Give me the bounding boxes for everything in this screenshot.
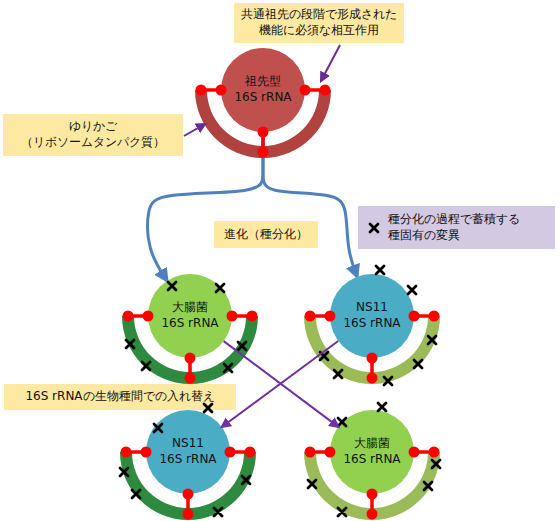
molecule-name: 16S rRNA	[343, 452, 400, 468]
molecule-name: 16S rRNA	[343, 316, 400, 332]
mutation-mark	[242, 476, 250, 484]
rrna-circle-shape	[146, 410, 230, 494]
interaction-dot	[216, 85, 227, 96]
mutation-mark	[414, 360, 422, 368]
species-name: NS11	[172, 436, 204, 452]
interaction-dot	[320, 85, 331, 96]
rrna-circle: 大腸菌16S rRNA	[148, 274, 232, 358]
rrna-circle: NS1116S rRNA	[330, 274, 414, 358]
mutation-mark	[432, 460, 440, 468]
interaction-dot	[367, 373, 378, 384]
rrna-circle-shape	[148, 274, 232, 358]
mutation-mark	[204, 404, 212, 412]
mutation-mark	[120, 468, 128, 476]
mutation-mark	[224, 364, 232, 372]
interaction-dot	[367, 509, 378, 520]
species-name: 祖先型	[245, 74, 281, 90]
interaction-dot	[305, 447, 316, 458]
box-text: 進化（種分化）	[224, 227, 308, 243]
interaction-dot	[429, 447, 440, 458]
mutation-mark	[334, 370, 342, 378]
mutation-mark	[154, 424, 162, 432]
interaction-dot	[305, 311, 316, 322]
mutation-mark	[376, 266, 384, 274]
interaction-dot	[409, 447, 420, 458]
rrna-circle: NS1116S rRNA	[146, 410, 230, 494]
interaction-dot	[183, 489, 194, 500]
species-name: 大腸菌	[354, 436, 390, 452]
mutation-mark	[424, 482, 432, 490]
interaction-dot	[325, 447, 336, 458]
interaction-dot	[196, 85, 207, 96]
rrna-circle-shape	[330, 410, 414, 494]
mutation-mark	[126, 340, 134, 348]
interaction-dot	[245, 447, 256, 458]
legend-box: 種分化の過程で蓄積する 種固有の変異	[358, 206, 555, 249]
species-name: NS11	[356, 300, 388, 316]
mutation-mark	[132, 490, 140, 498]
interaction-dot	[300, 85, 311, 96]
interaction-dot	[367, 353, 378, 364]
interaction-dot	[325, 311, 336, 322]
rrna-circle-shape	[221, 48, 305, 132]
interaction-dot	[225, 447, 236, 458]
mutation-mark	[384, 377, 392, 385]
box-text: 16S rRNAの生物種間での入れ替え	[25, 389, 214, 405]
box-text: 共通祖先の段階で形成された 機能に必須な相互作用	[238, 7, 400, 38]
legend-sample	[362, 216, 388, 240]
mutation-mark	[308, 480, 316, 488]
interaction-dot	[258, 127, 269, 138]
interaction-dot	[183, 509, 194, 520]
mutation-mark	[428, 336, 436, 344]
interaction-dot	[409, 311, 420, 322]
box-text: ゆりかご （リボソームタンパク質）	[7, 119, 179, 150]
interaction-dot	[227, 311, 238, 322]
interaction-dot	[141, 447, 152, 458]
mutation-mark	[238, 342, 246, 350]
mutation-mark	[216, 284, 224, 292]
mutation-mark	[168, 282, 176, 290]
callout-box: 共通祖先の段階で形成された 機能に必須な相互作用	[234, 3, 404, 43]
leader-arrow	[321, 45, 340, 81]
mutation-mark	[214, 508, 222, 516]
interaction-dot	[143, 311, 154, 322]
interaction-dot	[123, 311, 134, 322]
ancestor-rrna-circle: 祖先型16S rRNA	[221, 48, 305, 132]
mutation-mark	[370, 224, 378, 232]
interaction-dot	[258, 147, 269, 158]
molecule-name: 16S rRNA	[161, 316, 218, 332]
rrna-circle-shape	[330, 274, 414, 358]
rrna-circle: 大腸菌16S rRNA	[330, 410, 414, 494]
mutation-mark	[338, 418, 346, 426]
mutation-mark	[338, 508, 346, 516]
mutation-mark	[408, 286, 416, 294]
molecule-name: 16S rRNA	[159, 452, 216, 468]
legend-text: 種分化の過程で蓄積する 種固有の変異	[388, 212, 551, 243]
interaction-dot	[429, 311, 440, 322]
mutation-mark	[320, 352, 328, 360]
interaction-dot	[121, 447, 132, 458]
callout-box: ゆりかご （リボソームタンパク質）	[3, 114, 183, 156]
species-name: 大腸菌	[172, 300, 208, 316]
label-box: 進化（種分化）	[214, 221, 318, 248]
mutation-mark	[378, 403, 386, 411]
interaction-dot	[367, 489, 378, 500]
leader-arrow	[184, 124, 205, 136]
interaction-dot	[247, 311, 258, 322]
label-box: 16S rRNAの生物種間での入れ替え	[4, 384, 236, 410]
molecule-name: 16S rRNA	[234, 90, 291, 106]
interaction-dot	[185, 373, 196, 384]
mutation-mark	[142, 362, 150, 370]
interaction-dot	[185, 353, 196, 364]
